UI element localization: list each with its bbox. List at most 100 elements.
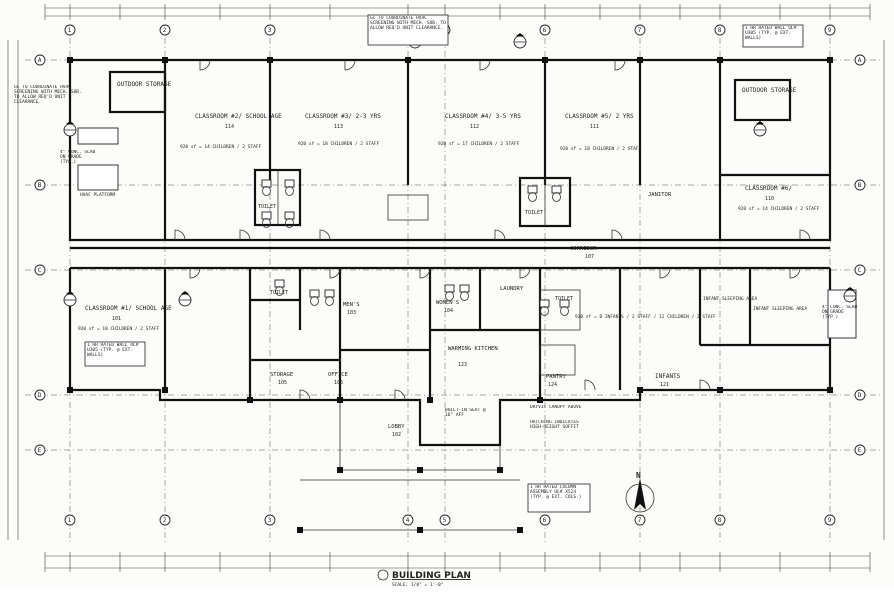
svg-text:C: C: [38, 267, 42, 274]
svg-text:E: E: [858, 447, 862, 454]
svg-text:9: 9: [828, 517, 832, 524]
plumbing-fixtures: [261, 179, 570, 316]
svg-text:D: D: [38, 392, 42, 399]
room-infant-sleep-2: INFANT SLEEPING AREA: [753, 306, 807, 312]
plan-scale: SCALE: 1/8" = 1'-0": [392, 582, 443, 588]
svg-text:6: 6: [543, 27, 547, 34]
room-warming-kitchen-num: 123: [458, 362, 467, 368]
room-toilet-4: TOILET: [555, 296, 573, 302]
svg-text:2: 2: [163, 517, 167, 524]
svg-text:B: B: [38, 182, 42, 189]
room-warming-kitchen: WARMING KITCHEN: [448, 346, 498, 352]
room-classroom-1: CLASSROOM #1/ SCHOOL AGE: [85, 305, 172, 312]
walls: [68, 58, 857, 531]
room-classroom-1-occ: 920 sf = 18 CHILDREN / 2 STAFF: [78, 326, 160, 332]
note-built-in-seat: BUILT-IN SEAT @ 16" AFF: [445, 408, 486, 418]
svg-text:D: D: [858, 392, 862, 399]
svg-text:8: 8: [718, 517, 722, 524]
room-storage: STORAGE: [270, 372, 293, 378]
svg-text:8: 8: [718, 27, 722, 34]
note-hvac-west: GC TO COORDINATE HVAC SCREENING WITH MEC…: [14, 85, 82, 105]
note-box-rated-wall-sw: [84, 341, 146, 367]
room-classroom-3-occ: 920 sf = 18 CHILDREN / 2 STAFF: [298, 141, 380, 147]
room-classroom-5-occ: 920 sf = 18 CHILDREN / 2 STAFF: [560, 146, 642, 152]
room-corridor: CORRIDOR: [570, 246, 597, 252]
room-classroom-3: CLASSROOM #3/ 2-3 YRS: [305, 113, 381, 120]
room-infants-num: 121: [660, 382, 669, 388]
svg-text:1: 1: [68, 27, 72, 34]
svg-text:6: 6: [543, 517, 547, 524]
svg-text:A: A: [38, 57, 42, 64]
north-label: N: [636, 471, 641, 480]
room-office: OFFICE: [328, 372, 348, 378]
room-classroom-5: CLASSROOM #5/ 2 YRS: [565, 113, 634, 120]
room-classroom-6-num: 110: [765, 196, 774, 202]
room-outdoor-storage-e: OUTDOOR STORAGE: [742, 87, 797, 94]
note-rated-wall-ne: 1 HR RATED WALL UL# U305 (TYP. @ EXT. WA…: [745, 26, 796, 41]
room-janitor: JANITOR: [648, 192, 672, 198]
room-classroom-5-num: 111: [590, 124, 599, 130]
room-lobby: LOBBY: [388, 424, 405, 430]
room-corridor-num: 107: [585, 254, 594, 260]
room-infants-occ: 920 sf = 8 INFANTS / 2 STAFF / 12 CHILDR…: [575, 314, 716, 320]
room-lobby-num: 102: [392, 432, 401, 438]
svg-text:4: 4: [406, 517, 410, 524]
room-classroom-4-occ: 920 sf = 17 CHILDREN / 2 STAFF: [438, 141, 520, 147]
room-classroom-2: CLASSROOM #2/ SCHOOL AGE: [195, 113, 282, 120]
room-classroom-2-num: 114: [225, 124, 234, 130]
room-classroom-6-occ: 920 sf = 14 CHILDREN / 2 STAFF: [738, 206, 820, 212]
note-box-hvac-north: [367, 14, 449, 46]
svg-text:A: A: [858, 57, 862, 64]
room-classroom-4-num: 112: [470, 124, 479, 130]
grid-bubbles: 112233445566778899AABBCCDDEE: [34, 24, 866, 533]
svg-text:9: 9: [828, 27, 832, 34]
room-toilet-3: TOILET: [270, 290, 288, 296]
svg-text:3: 3: [268, 517, 272, 524]
north-arrow: N: [625, 471, 655, 513]
svg-text:B: B: [858, 182, 862, 189]
note-conc-slab: 4" CONC. SLAB ON GRADE (TYP.): [822, 305, 857, 320]
note-conc-slab-w: 4" CONC. SLAB ON GRADE (TYP.): [60, 150, 95, 165]
svg-text:3: 3: [268, 27, 272, 34]
svg-text:7: 7: [638, 27, 642, 34]
plan-title: BUILDING PLAN: [392, 571, 471, 581]
room-outdoor-storage-w: OUTDOOR STORAGE: [117, 81, 172, 88]
svg-text:2: 2: [163, 27, 167, 34]
room-infant-sleep-1: INFANT SLEEPING AREA: [703, 296, 757, 302]
room-pantry-num: 124: [548, 382, 557, 388]
svg-text:C: C: [858, 267, 862, 274]
drawing-notes: GC TO COORDINATE HVAC SCREENING WITH MEC…: [14, 14, 857, 513]
note-dryvit-canopy: DRYVIT CANOPY ABOVE: [530, 405, 581, 410]
room-classroom-3-num: 113: [334, 124, 343, 130]
note-box-rated-column: [527, 483, 591, 513]
svg-text:5: 5: [443, 517, 447, 524]
room-mens-num: 103: [347, 310, 356, 316]
room-classroom-6: CLASSROOM #6/: [745, 185, 792, 192]
room-classroom-1-num: 101: [112, 316, 121, 322]
room-toilet-2: TOILET: [525, 210, 543, 216]
title-bubble: [377, 569, 389, 581]
svg-text:1: 1: [68, 517, 72, 524]
room-storage-num: 105: [278, 380, 287, 386]
room-classroom-4: CLASSROOM #4/ 3-5 YRS: [445, 113, 521, 120]
room-office-num: 106: [334, 380, 343, 386]
note-hvac-north: GC TO COORDINATE HVAC SCREENING WITH MEC…: [370, 16, 446, 31]
door-swings: [174, 59, 811, 401]
dimension-lines: [7, 4, 885, 572]
note-hatching: HATCHING INDICATES HIGH-HEIGHT SOFFIT: [530, 420, 579, 430]
room-toilet-1: TOILET: [258, 204, 276, 210]
room-pantry: PANTRY: [546, 374, 567, 380]
room-womens: WOMEN'S: [436, 300, 459, 306]
svg-text:E: E: [38, 447, 42, 454]
room-laundry: LAUNDRY: [500, 286, 524, 292]
room-womens-num: 104: [444, 308, 453, 314]
room-mens: MEN'S: [343, 302, 360, 308]
note-rated-column: 1 HR RATED COLUMN ASSEMBLY UL# X524 (TYP…: [530, 485, 581, 500]
title-block: BUILDING PLAN SCALE: 1/8" = 1'-0": [377, 569, 471, 588]
note-rated-wall-sw: 1 HR RATED WALL UL# U305 (TYP. @ EXT. WA…: [87, 343, 138, 358]
room-infants: INFANTS: [655, 373, 681, 380]
room-labels: OUTDOOR STORAGE CLASSROOM #2/ SCHOOL AGE…: [78, 81, 820, 438]
room-classroom-2-occ: 920 sf = 14 CHILDREN / 2 STAFF: [180, 144, 262, 150]
